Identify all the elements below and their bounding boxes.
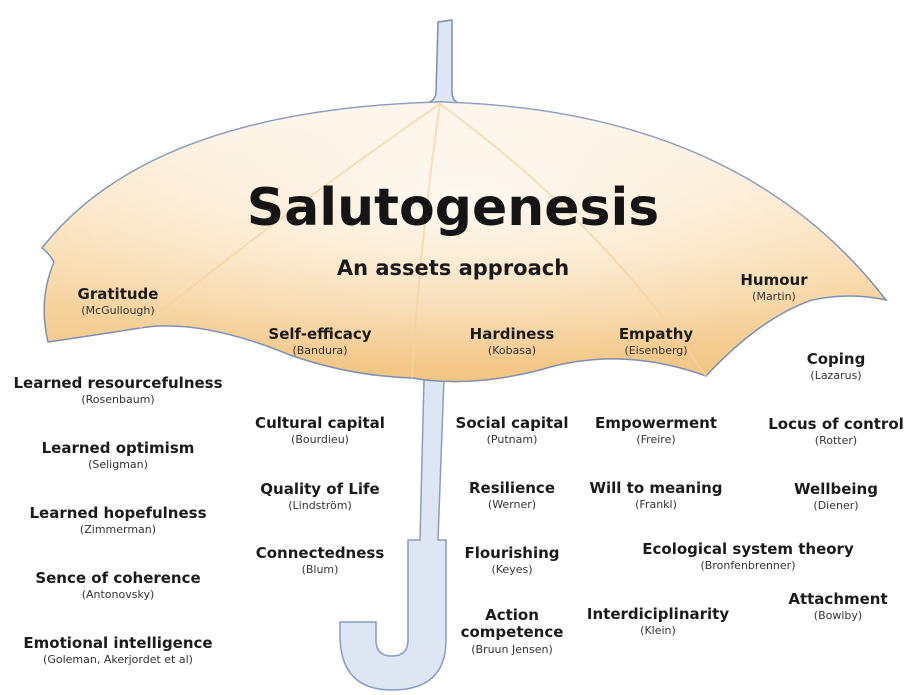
concept-item: Locus of control(Rotter) — [768, 415, 904, 448]
concept-author: (Antonovsky) — [81, 588, 155, 602]
concept-item: Sence of coherence(Antonovsky) — [35, 569, 201, 602]
concept-name: Self-efficacy — [268, 325, 372, 343]
concept-author: (Rosenbaum) — [81, 393, 155, 407]
concept-author: (Keyes) — [491, 563, 533, 577]
concept-author: (Freire) — [636, 433, 676, 447]
concept-item: Ecological system theory(Bronfenbrenner) — [642, 540, 854, 573]
concept-author: (Martin) — [752, 290, 796, 304]
concept-item: Coping(Lazarus) — [806, 350, 866, 383]
concept-name: Cultural capital — [255, 414, 385, 432]
concept-author: (Bruun Jensen) — [471, 642, 553, 656]
concept-name: Interdiciplinarity — [586, 605, 730, 623]
concept-author: (Werner) — [487, 498, 537, 512]
concept-name: Empathy — [618, 325, 694, 343]
concept-item: Learned resourcefulness(Rosenbaum) — [13, 374, 223, 407]
concept-item: Quality of Life(Lindström) — [260, 480, 380, 513]
concept-author: (Klein) — [640, 624, 676, 638]
concept-author: (Goleman, Akerjordet et al) — [43, 653, 193, 667]
concept-author: (Bronfenbrenner) — [700, 559, 796, 573]
concept-item: Social capital(Putnam) — [455, 414, 569, 447]
concept-name: Sence of coherence — [35, 569, 201, 587]
concept-name: Connectedness — [255, 544, 385, 562]
concept-author: (Lindström) — [288, 499, 352, 513]
concept-author: (Bandura) — [292, 344, 348, 358]
umbrella-tip — [425, 19, 463, 105]
concept-name: Empowerment — [595, 414, 717, 432]
diagram-subtitle: An assets approach — [336, 256, 570, 280]
concept-item: Resilience(Werner) — [469, 479, 555, 512]
concept-author: (McGullough) — [81, 304, 155, 318]
concept-name: Action competence — [460, 606, 564, 642]
concept-item: Learned hopefulness(Zimmerman) — [29, 504, 207, 537]
concept-name: Learned optimism — [41, 439, 195, 457]
concept-name: Locus of control — [768, 415, 904, 433]
concept-name: Wellbeing — [794, 480, 878, 498]
concept-item: Emotional intelligence(Goleman, Akerjord… — [23, 634, 213, 667]
concept-name: Attachment — [788, 590, 888, 608]
concept-item: Empathy(Eisenberg) — [618, 325, 694, 358]
concept-name: Coping — [806, 350, 866, 368]
concept-name: Ecological system theory — [642, 540, 854, 558]
concept-name: Learned resourcefulness — [13, 374, 223, 392]
concept-item: Interdiciplinarity(Klein) — [586, 605, 730, 638]
concept-name: Resilience — [469, 479, 555, 497]
concept-author: (Bourdieu) — [291, 433, 349, 447]
concept-author: (Kobasa) — [487, 344, 537, 358]
concept-item: Hardiness(Kobasa) — [469, 325, 555, 358]
concept-name: Quality of Life — [260, 480, 380, 498]
concept-item: Action competence(Bruun Jensen) — [460, 606, 564, 656]
concept-item: Wellbeing(Diener) — [794, 480, 878, 513]
concept-author: (Seligman) — [88, 458, 148, 472]
concept-author: (Zimmerman) — [79, 523, 157, 537]
concept-item: Learned optimism(Seligman) — [41, 439, 195, 472]
concept-item: Will to meaning(Frankl) — [589, 479, 723, 512]
concept-item: Gratitude(McGullough) — [77, 285, 159, 318]
concept-author: (Diener) — [813, 499, 859, 513]
concept-item: Cultural capital(Bourdieu) — [255, 414, 385, 447]
concept-name: Flourishing — [464, 544, 560, 562]
concept-name: Will to meaning — [589, 479, 723, 497]
concept-item: Attachment(Bowlby) — [788, 590, 888, 623]
concept-author: (Rotter) — [814, 434, 858, 448]
concept-name: Emotional intelligence — [23, 634, 213, 652]
concept-author: (Blum) — [301, 563, 339, 577]
concept-name: Gratitude — [77, 285, 159, 303]
concept-author: (Eisenberg) — [624, 344, 688, 358]
concept-author: (Putnam) — [486, 433, 538, 447]
concept-author: (Frankl) — [635, 498, 677, 512]
concept-item: Self-efficacy(Bandura) — [268, 325, 372, 358]
diagram-title: Salutogenesis — [246, 178, 660, 238]
concept-author: (Bowlby) — [813, 609, 863, 623]
concept-name: Social capital — [455, 414, 569, 432]
concept-name: Hardiness — [469, 325, 555, 343]
umbrella-handle — [339, 377, 447, 691]
concept-item: Empowerment(Freire) — [595, 414, 717, 447]
concept-name: Humour — [740, 271, 808, 289]
concept-author: (Lazarus) — [810, 369, 862, 383]
concept-item: Humour(Martin) — [740, 271, 808, 304]
concept-name: Learned hopefulness — [29, 504, 207, 522]
concept-item: Connectedness(Blum) — [255, 544, 385, 577]
concept-item: Flourishing(Keyes) — [464, 544, 560, 577]
